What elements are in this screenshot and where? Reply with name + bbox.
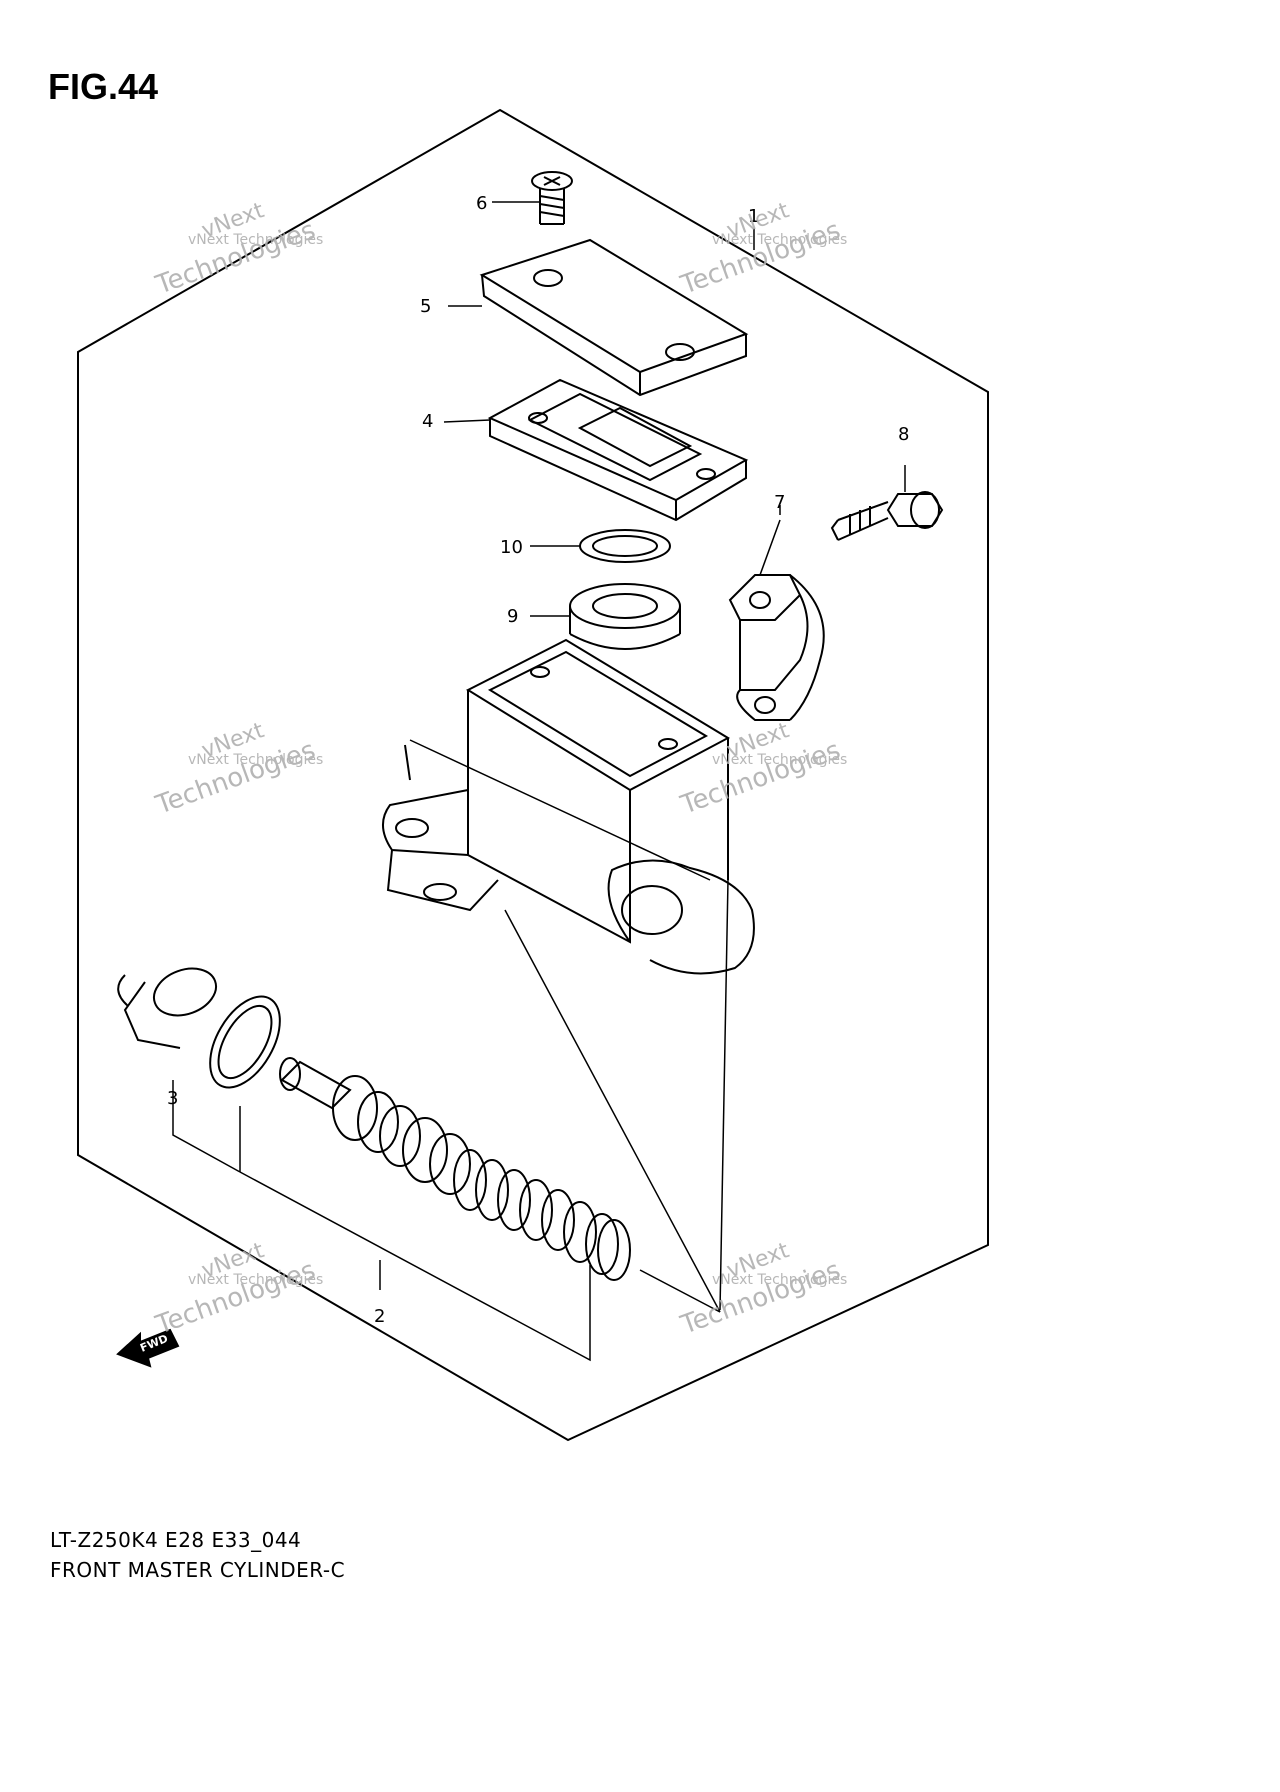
part-master-cylinder-body <box>382 638 755 975</box>
callout-9: 9 <box>507 606 518 627</box>
watermark-top-left: vNext Technologies vNext Technologies <box>151 198 323 301</box>
watermark-mid-left: vNext Technologies vNext Technologies <box>151 718 323 821</box>
part-boot <box>569 583 681 650</box>
part-piston-spring <box>279 1057 631 1281</box>
svg-text:vNext Technologies: vNext Technologies <box>712 752 847 768</box>
leader-lines <box>172 201 906 1362</box>
callout-4: 4 <box>422 411 433 432</box>
callout-10: 10 <box>500 537 523 558</box>
watermark-top-right: vNext Technologies vNext Technologies <box>676 198 847 301</box>
part-screw <box>531 171 573 225</box>
fwd-arrow-icon <box>116 1328 180 1368</box>
figure-title: FIG.44 <box>48 66 159 107</box>
svg-text:vNext Technologies: vNext Technologies <box>188 1272 323 1288</box>
callout-3: 3 <box>167 1088 178 1109</box>
callout-6: 6 <box>476 193 487 214</box>
part-cup <box>117 967 217 1049</box>
callout-7: 7 <box>774 492 785 513</box>
assembly-boundary <box>77 108 989 1442</box>
part-clamp <box>728 574 825 721</box>
callout-2: 2 <box>374 1306 385 1327</box>
part-bolt <box>830 491 944 541</box>
svg-text:vNext Technologies: vNext Technologies <box>188 752 323 768</box>
part-reservoir-cap <box>479 238 749 397</box>
model-code-caption: LT-Z250K4 E28 E33_044 <box>50 1528 302 1552</box>
svg-text:vNext Technologies: vNext Technologies <box>712 1272 847 1288</box>
callout-1: 1 <box>748 206 759 227</box>
callout-5: 5 <box>420 296 431 317</box>
svg-text:vNext Technologies: vNext Technologies <box>188 232 323 248</box>
callout-8: 8 <box>898 424 909 445</box>
part-ring <box>579 529 671 563</box>
part-circlip <box>209 995 281 1089</box>
watermark-bottom-right: vNext Technologies vNext Technologies <box>676 1238 847 1341</box>
assembly-name-caption: FRONT MASTER CYLINDER-C <box>50 1558 346 1582</box>
watermark-bottom-left: vNext Technologies vNext Technologies <box>151 1238 323 1341</box>
part-diaphragm <box>487 378 749 522</box>
svg-text:vNext Technologies: vNext Technologies <box>712 232 847 248</box>
